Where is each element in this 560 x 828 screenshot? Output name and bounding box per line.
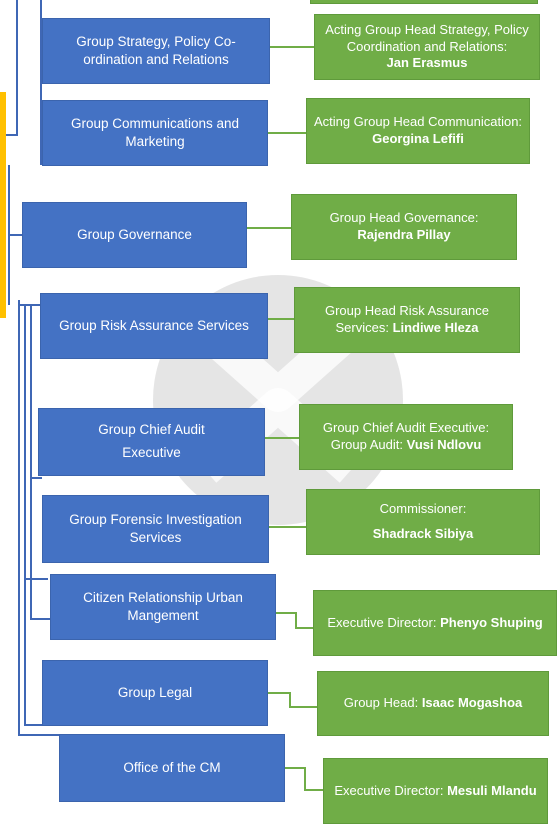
unit-box-communications: Group Communications and Marketing [42,100,268,166]
unit-label: Group Governance [77,227,192,243]
link-1 [270,46,314,48]
unit-label: Office of the CM [123,760,221,776]
unit-label: Group Communications and Marketing [70,116,240,149]
unit-box-risk: Group Risk Assurance Services [40,293,268,359]
head-title: Commissioner: [379,501,467,517]
head-title: Group Head Risk Assurance Services: [324,303,490,335]
link-3 [247,227,291,229]
head-title: Group Chief Audit Executive: Group Audit… [322,420,490,452]
head-box-citizen: Executive Director: Phenyo Shuping [313,590,557,656]
unit-label: Group Chief Audit Executive [98,422,205,460]
unit-box-cm: Office of the CM [59,734,285,802]
connector-top-2 [40,0,42,165]
head-name: Shadrack Sibiya [372,526,474,541]
head-box-governance: Group Head Governance:Rajendra Pillay [291,194,517,260]
link-5 [265,437,299,439]
connector-trunk-4 [24,304,26,724]
head-title: Group Head Governance: [329,210,479,226]
head-name: Rajendra Pillay [357,227,451,242]
head-box-strategy: Acting Group Head Strategy, Policy Coord… [314,14,540,80]
connector-trunk-1 [16,0,18,136]
feeder-6 [24,578,48,580]
link-7b [295,612,297,628]
head-title: Executive Director: [334,782,444,798]
head-name: Jan Erasmus [386,55,468,71]
feeder-7 [30,618,50,620]
head-name: Phenyo Shuping [440,614,543,630]
accent-bar [0,92,6,318]
head-title: Executive Director: [327,614,437,630]
feeder-5 [30,477,42,479]
head-box-legal: Group Head: Isaac Mogashoa [317,671,549,736]
connector-trunk-1-foot [6,134,18,136]
link-2 [268,132,306,134]
link-7a [276,612,296,614]
link-9c [304,789,324,791]
unit-box-governance: Group Governance [22,202,247,268]
link-8a [268,692,290,694]
head-name: Georgina Lefifi [372,131,464,146]
connector-trunk-5 [30,304,32,618]
head-box-cm: Executive Director: Mesuli Mlandu [323,758,548,824]
unit-box-forensic: Group Forensic Investigation Services [42,495,269,563]
head-name: Lindiwe Hleza [392,320,479,335]
link-7c [295,627,313,629]
link-9b [304,767,306,790]
link-6 [269,526,306,528]
connector-trunk-3 [18,300,20,736]
head-name: Vusi Ndlovu [406,437,482,452]
head-box-forensic: Commissioner: Shadrack Sibiya [306,489,540,555]
feeder-3 [8,234,22,236]
link-4 [268,318,294,320]
head-box-audit: Group Chief Audit Executive: Group Audit… [299,404,513,470]
unit-box-audit: Group Chief Audit Executive [38,408,265,476]
link-8c [289,706,317,708]
head-box-communications: Acting Group Head Communication: Georgin… [306,98,530,164]
head-name: Mesuli Mlandu [447,782,537,798]
feeder-8 [24,724,42,726]
head-name: Isaac Mogashoa [421,695,523,711]
link-8b [289,692,291,707]
link-9a [285,767,305,769]
head-title: Acting Group Head Strategy, Policy Coord… [325,21,529,54]
unit-label: Group Legal [117,685,193,701]
unit-box-citizen: Citizen Relationship Urban Mangement [50,574,276,640]
unit-label: Group Forensic Investigation Services [69,512,242,545]
unit-label: Group Strategy, Policy Co-ordination and… [76,34,236,67]
unit-label: Citizen Relationship Urban Mangement [83,590,243,623]
head-box-risk: Group Head Risk Assurance Services: Lind… [294,287,520,353]
head-title: Group Head: [343,695,419,711]
connector-bottom [18,734,60,736]
head-title: Acting Group Head Communication: [313,114,523,130]
unit-box-legal: Group Legal [42,660,268,726]
head-box-partial-top [310,0,538,4]
feeder-4 [20,304,40,306]
unit-label: Group Risk Assurance Services [59,318,249,334]
unit-box-strategy: Group Strategy, Policy Co-ordination and… [42,18,270,84]
